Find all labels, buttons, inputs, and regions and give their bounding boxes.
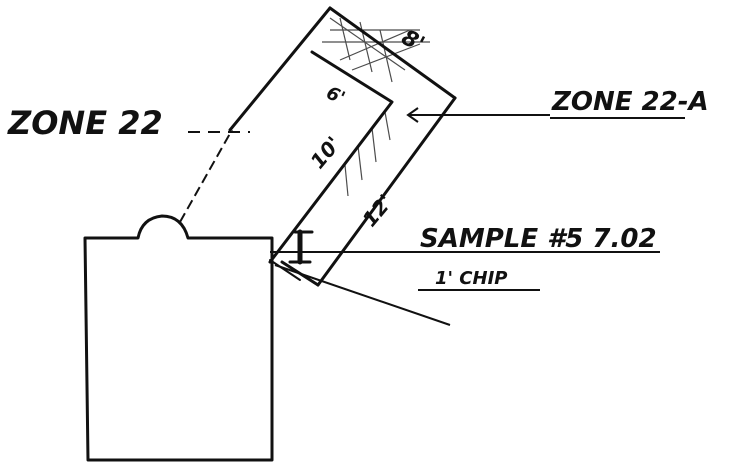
shaft-block bbox=[83, 214, 274, 462]
shaft-outline bbox=[83, 214, 274, 462]
zone22-leader-line bbox=[179, 129, 233, 223]
dimension-10-label: 10' bbox=[305, 132, 345, 173]
drift-top-wall bbox=[328, 6, 457, 100]
drift-inner-wall bbox=[268, 50, 394, 264]
zone22-label: ZONE 22 bbox=[7, 104, 163, 142]
chip-label: 1' CHIP bbox=[435, 268, 507, 289]
diagonal-leader-line bbox=[274, 264, 451, 326]
sample-marker bbox=[269, 229, 314, 281]
zone22a-label: ZONE 22-A bbox=[551, 87, 709, 117]
dimension-6-label: 6' bbox=[323, 82, 348, 109]
drift-right-wall bbox=[316, 96, 457, 287]
drift-left-wall bbox=[228, 6, 332, 132]
stope-hatching bbox=[322, 17, 430, 197]
sample-label: SAMPLE #5 7.02 bbox=[420, 224, 657, 254]
zone22a-arrowhead bbox=[406, 107, 419, 123]
